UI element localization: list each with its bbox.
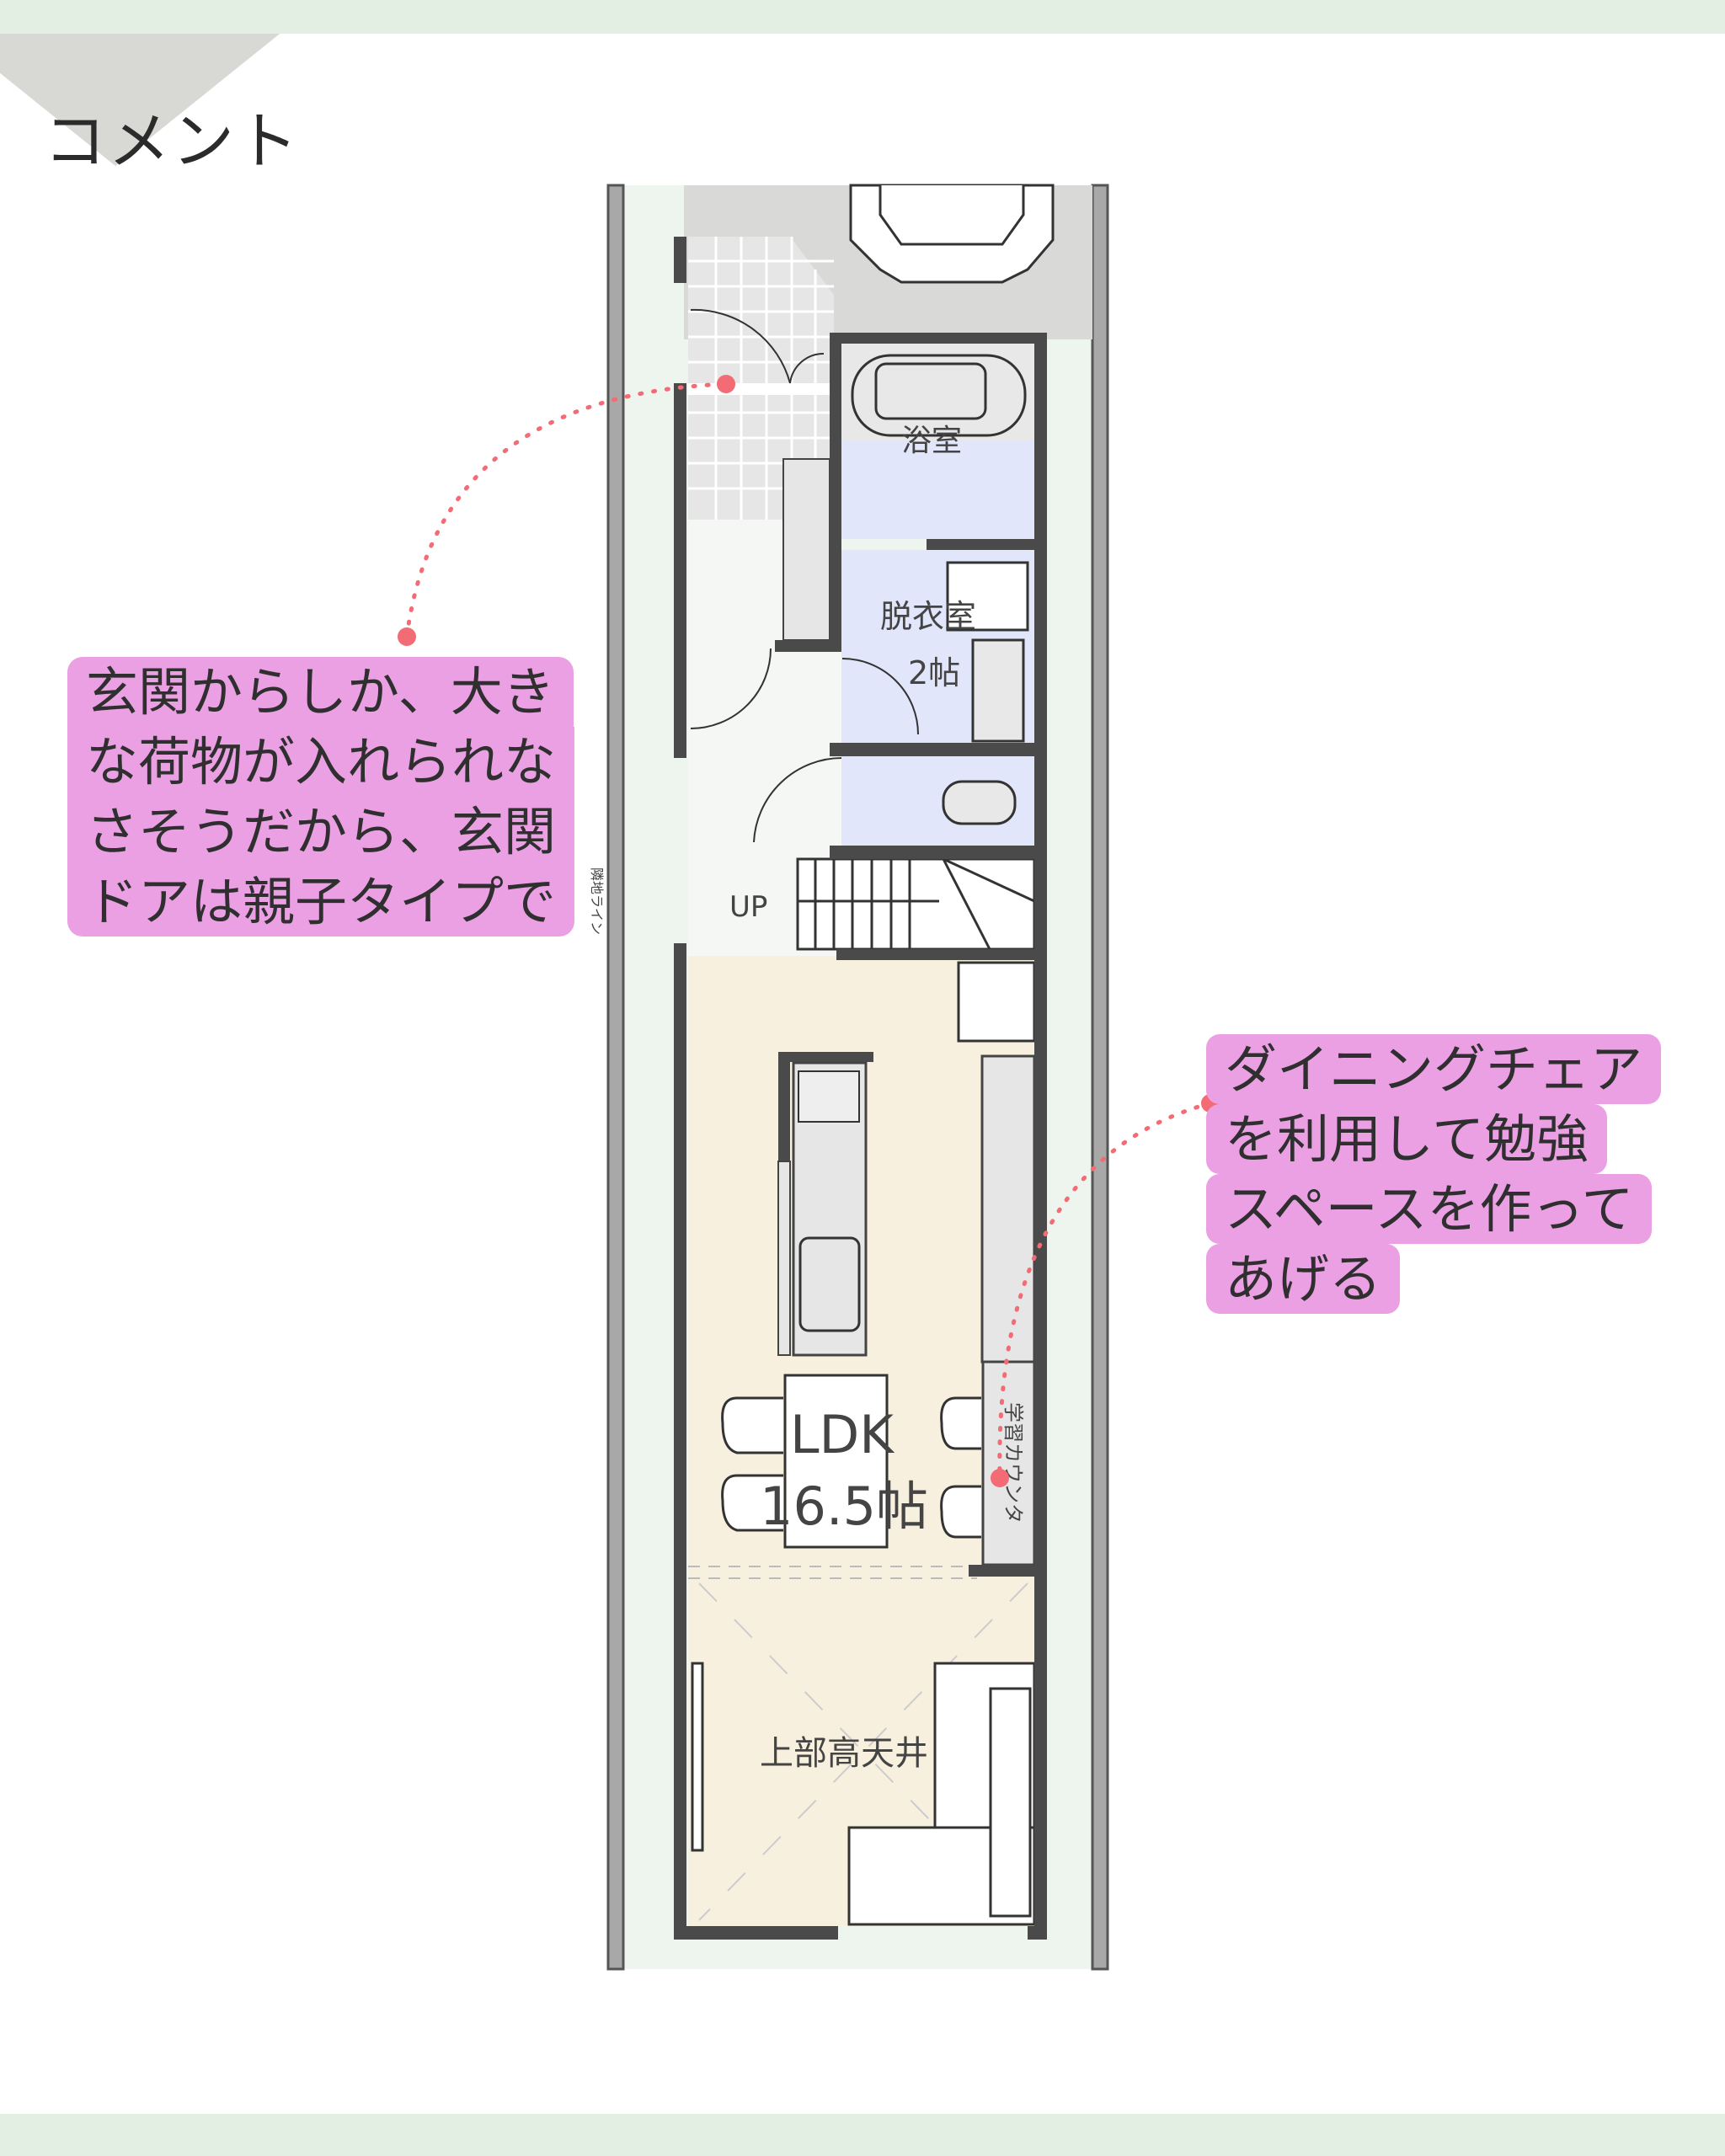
comment-line: ダイニングチェア xyxy=(1206,1034,1662,1104)
comment-bubble-2: ダイニングチェア を利用して勉強 スペースを作って あげる xyxy=(1206,1034,1662,1314)
washbasin-icon xyxy=(971,638,1025,743)
stove-icon xyxy=(798,1070,860,1123)
dining-table xyxy=(783,1374,889,1549)
entrance-porch xyxy=(688,237,834,520)
comment-anchor-1 xyxy=(398,627,416,646)
sofa-icon xyxy=(847,1662,1036,1926)
title-triangle-decoration xyxy=(0,34,280,166)
boundary-wall-right xyxy=(1091,184,1109,1971)
top-band xyxy=(0,0,1725,34)
bottom-band xyxy=(0,2114,1725,2156)
washing-machine-icon xyxy=(946,561,1029,632)
tv-board xyxy=(691,1662,704,1852)
dressing-label: 脱衣室 xyxy=(880,598,976,635)
bath-label: 浴室 xyxy=(901,424,962,458)
study-counter-label: 学習カウンタ xyxy=(1001,1402,1025,1524)
car-icon xyxy=(849,184,1055,284)
dining-chairs xyxy=(721,1396,981,1539)
comment-marker-1 xyxy=(717,375,735,393)
dressing-size: 2帖 xyxy=(908,654,960,691)
sink-icon xyxy=(798,1236,861,1332)
comment-line: ドアは親子タイプで xyxy=(67,867,575,937)
entrance-door-swing xyxy=(690,308,791,384)
shoe-cabinet xyxy=(782,458,830,641)
boundary-wall-left xyxy=(606,184,625,1971)
stairs-up-label: UP xyxy=(729,890,767,924)
ldk-size: 16.5帖 xyxy=(760,1476,928,1537)
staircase xyxy=(796,857,1036,951)
comment-marker-2 xyxy=(991,1469,1009,1487)
page-title: コメント xyxy=(44,105,300,178)
boundary-label: 隣地ライン xyxy=(589,867,605,935)
comment-line: な荷物が入れられな xyxy=(67,727,575,797)
comment-bubble-1: 玄関からしか、大き な荷物が入れられな さそうだから、玄関 ドアは親子タイプで xyxy=(67,657,575,937)
comment-line: を利用して勉強 xyxy=(1206,1104,1608,1174)
high-ceiling-label: 上部高天井 xyxy=(760,1734,928,1773)
comment-line: 玄関からしか、大き xyxy=(67,657,574,727)
comment-line: さそうだから、玄関 xyxy=(67,797,575,867)
refrigerator-icon xyxy=(957,961,1036,1043)
comment-line: スペースを作って xyxy=(1206,1174,1653,1244)
storage-cabinet xyxy=(980,1054,1036,1364)
building-walls xyxy=(674,237,1047,1940)
ldk-label: LDK xyxy=(790,1404,895,1465)
toilet-icon xyxy=(942,780,1017,825)
comment-line: あげる xyxy=(1206,1244,1401,1314)
